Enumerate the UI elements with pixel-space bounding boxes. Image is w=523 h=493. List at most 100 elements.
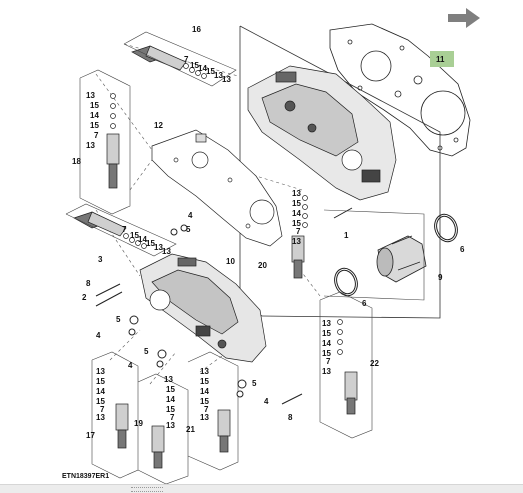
seal-label: 14 xyxy=(90,111,99,120)
seal-label: 13 xyxy=(154,243,163,252)
seal-label: 15 xyxy=(322,349,331,358)
callout-1: 1 xyxy=(344,231,349,240)
seal-label: 13 xyxy=(86,91,95,100)
seal-label: 13 xyxy=(222,75,231,84)
solenoid-valve-3 xyxy=(73,211,147,249)
seal-label: 7 xyxy=(94,131,99,140)
solenoid-valve-18 xyxy=(106,93,120,189)
seal-label: 14 xyxy=(200,387,209,396)
seal-labels-v20: 13 15 14 15 7 13 xyxy=(292,189,301,246)
seal-label: 13 xyxy=(322,367,331,376)
seal-label: 7 xyxy=(184,55,189,64)
seal-label: 13 xyxy=(322,319,331,328)
callout-5-left: 5 xyxy=(116,315,121,324)
accumulator-piston-9 xyxy=(376,235,427,283)
seal-label: 7 xyxy=(296,227,301,236)
solenoid-valve-19 xyxy=(151,425,165,469)
callout-4-mid: 4 xyxy=(128,361,133,370)
seal-label: 15 xyxy=(96,397,105,406)
seal-label: 7 xyxy=(204,405,209,414)
seal-label: 15 xyxy=(322,329,331,338)
seal-labels-v22: 13 15 14 15 7 13 xyxy=(322,319,331,376)
gasket-plate-11 xyxy=(329,23,471,157)
resize-grip-icon[interactable] xyxy=(131,487,163,492)
callout-10: 10 xyxy=(226,257,235,266)
seal-labels-v18: 13 15 14 15 7 13 xyxy=(86,91,99,150)
seal-label: 13 xyxy=(200,413,209,422)
callout-6-top: 6 xyxy=(460,245,465,254)
callout-22: 22 xyxy=(370,359,379,368)
gasket-plate-12 xyxy=(151,129,283,247)
solenoid-valve-18-frame xyxy=(79,69,131,215)
seal-labels-v17: 13 15 14 15 7 13 xyxy=(96,367,105,422)
callout-6-bottom: 6 xyxy=(362,299,367,308)
seal-label: 14 xyxy=(138,235,147,244)
callout-5-top: 5 xyxy=(186,225,191,234)
seal-label: 13 xyxy=(166,421,175,430)
seal-label: 13 xyxy=(164,375,173,384)
callout-12: 12 xyxy=(154,121,163,130)
highlight-label-11[interactable]: 11 xyxy=(430,51,454,67)
seal-label: 14 xyxy=(166,395,175,404)
arrow-right-icon[interactable] xyxy=(448,8,480,28)
seal-label: 15 xyxy=(166,385,175,394)
highlight-label-11-text: 11 xyxy=(436,55,445,64)
solenoid-valve-16 xyxy=(131,45,207,79)
callout-20: 20 xyxy=(258,261,267,270)
seal-label: 13 xyxy=(96,413,105,422)
seal-label: 15 xyxy=(90,101,99,110)
seal-labels-v19: 13 15 14 15 7 13 xyxy=(164,375,175,430)
seal-label: 13 xyxy=(162,247,171,256)
seal-ring-6-bottom xyxy=(334,267,358,297)
seal-label: 7 xyxy=(122,225,127,234)
seal-label: 14 xyxy=(292,209,301,218)
seal-label: 15 xyxy=(90,121,99,130)
solenoid-valve-17 xyxy=(115,403,129,449)
valve-body-housing-lower xyxy=(139,253,267,363)
seal-label: 15 xyxy=(200,377,209,386)
solenoid-valve-20 xyxy=(291,195,308,279)
seal-labels-v21: 13 15 14 15 7 13 xyxy=(200,367,209,422)
seal-label: 13 xyxy=(96,367,105,376)
seal-labels-v16: 7 15 14 15 13 13 xyxy=(184,55,231,84)
seal-label: 14 xyxy=(96,387,105,396)
seal-label: 15 xyxy=(190,61,199,70)
callout-17: 17 xyxy=(86,431,95,440)
seal-label: 15 xyxy=(206,67,215,76)
valve-body-housing-upper xyxy=(247,65,397,201)
seal-label: 7 xyxy=(100,405,105,414)
seal-label: 13 xyxy=(86,141,95,150)
solenoid-valve-21 xyxy=(217,409,231,453)
seal-label: 14 xyxy=(198,64,207,73)
seal-label: 15 xyxy=(292,219,301,228)
callout-4-top: 4 xyxy=(188,211,193,220)
seal-label: 13 xyxy=(214,71,223,80)
callout-3: 3 xyxy=(98,255,103,264)
callout-8-left: 8 xyxy=(86,279,91,288)
seal-labels-v3: 7 15 14 15 13 13 xyxy=(122,225,171,256)
solenoid-valve-3-frame xyxy=(65,203,177,257)
seal-label: 13 xyxy=(292,237,301,246)
solenoid-valve-19-frame xyxy=(137,373,189,485)
callout-18: 18 xyxy=(72,157,81,166)
solenoid-valve-21-frame xyxy=(187,351,239,471)
part-callouts: 16 12 18 3 10 20 1 6 6 9 22 8 2 5 4 4 5 … xyxy=(72,25,465,440)
seal-label: 14 xyxy=(322,339,331,348)
solenoid-valve-16-frame xyxy=(123,31,237,87)
seal-label: 13 xyxy=(200,367,209,376)
callout-5-mid: 5 xyxy=(144,347,149,356)
figure-code: ETN18397ER1 xyxy=(62,473,109,480)
seal-label: 15 xyxy=(292,199,301,208)
callout-4-right: 4 xyxy=(264,397,269,406)
seal-label: 7 xyxy=(326,357,331,366)
callout-2: 2 xyxy=(82,293,87,302)
seal-label: 15 xyxy=(166,405,175,414)
seal-label: 13 xyxy=(292,189,301,198)
seal-label: 15 xyxy=(96,377,105,386)
seal-label: 15 xyxy=(130,231,139,240)
callout-21: 21 xyxy=(186,425,195,434)
seal-label: 7 xyxy=(170,413,175,422)
seal-label: 15 xyxy=(200,397,209,406)
